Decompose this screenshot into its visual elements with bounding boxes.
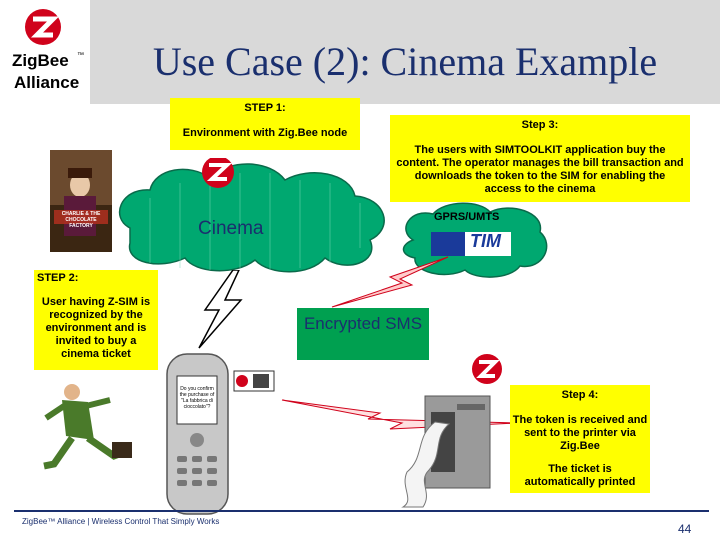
lightning-bolt-icon (331, 256, 449, 308)
network-label: GPRS/UMTS (434, 211, 500, 223)
page-title: Use Case (2): Cinema Example (152, 39, 658, 84)
zsim-card-icon (233, 370, 275, 392)
step4-box: Step 4: The token is received and sent t… (510, 385, 650, 493)
step4-text1: The token is received and sent to the pr… (512, 414, 648, 452)
step4-heading: Step 4: (561, 389, 599, 401)
step1-heading: STEP 1: (244, 102, 286, 114)
header-band (90, 0, 720, 104)
logo-line1: ZigBee (12, 51, 69, 70)
logo-line2: Alliance (14, 73, 79, 92)
page-number: 44 (678, 522, 692, 536)
step3-box: Step 3: The users with SIMTOOLKIT applic… (390, 115, 690, 202)
ticket-printer-icon (401, 395, 491, 508)
step2-heading: STEP 2: (37, 272, 79, 284)
footer-text: ZigBee™ Alliance | Wireless Control That… (22, 517, 220, 526)
step2-text: User having Z-SIM is recognized by the e… (41, 296, 151, 360)
movie-poster: CHARLIE & THE CHOCOLATE FACTORY (50, 150, 112, 252)
zigbee-alliance-logo: ZigBee ™ Alliance (0, 0, 90, 104)
tim-logo: TIM (470, 231, 501, 251)
poster-title: CHARLIE & THE CHOCOLATE FACTORY (61, 211, 101, 229)
cinema-label: Cinema (198, 218, 264, 239)
mobile-phone-icon (166, 353, 229, 515)
step2-box: STEP 2: User having Z-SIM is recognized … (34, 270, 158, 370)
logo-tm: ™ (77, 52, 84, 59)
footer-divider (14, 510, 709, 512)
step1-text: Environment with Zig.Bee node (182, 127, 348, 139)
step3-heading: Step 3: (521, 119, 559, 131)
zigbee-logo-icon (472, 354, 502, 384)
step3-text: The users with SIMTOOLKIT application bu… (396, 144, 684, 195)
lightning-bolt-icon (198, 270, 243, 349)
step1-box: STEP 1: Environment with Zig.Bee node (170, 98, 360, 150)
encrypted-sms-box: Encrypted SMS (297, 308, 429, 360)
step4-text2: The ticket is automatically printed (524, 463, 636, 488)
zigbee-logo-icon: ZigBee ™ Alliance (12, 9, 84, 92)
running-man-icon (43, 384, 132, 470)
network-cloud (402, 202, 548, 278)
cinema-cloud (119, 158, 385, 273)
phone-screen-text: Do you confirm the purchase of "La fabbr… (179, 386, 215, 410)
